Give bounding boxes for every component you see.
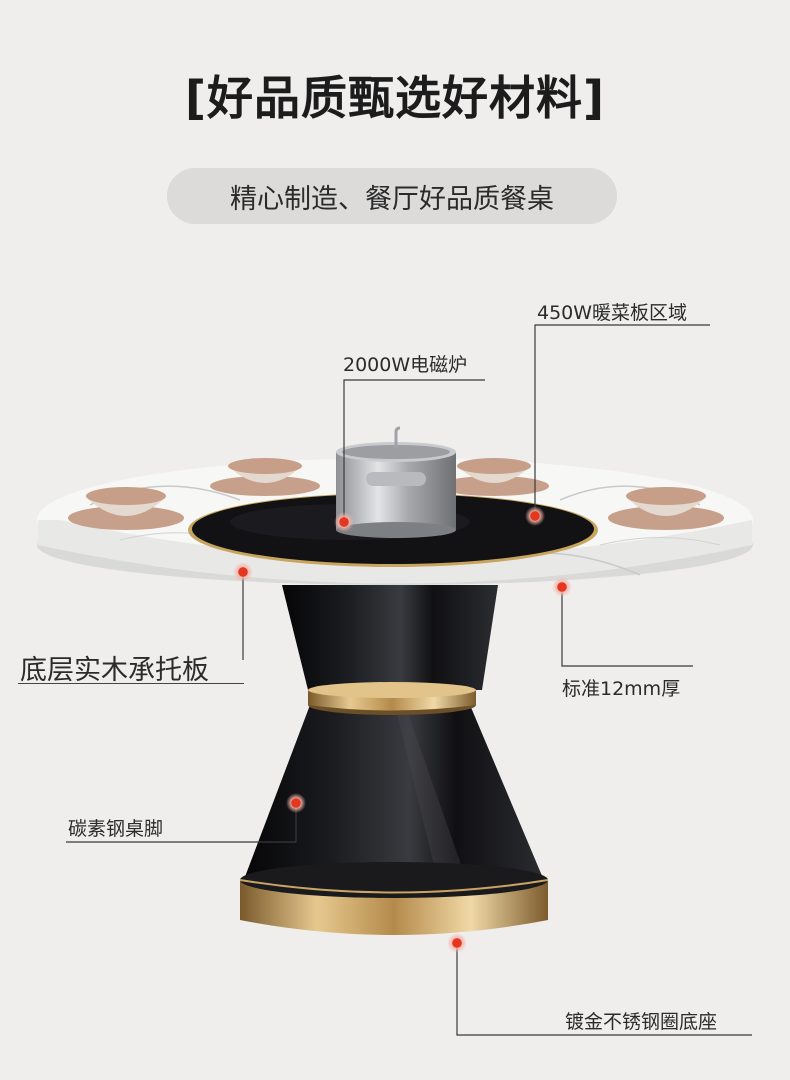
marker-dot <box>286 793 306 813</box>
warming-zone-label: 450W暖菜板区域 <box>537 302 688 324</box>
marker-dot <box>447 933 467 953</box>
gold-base-ring <box>239 862 549 935</box>
steel-pot <box>336 426 456 538</box>
marker-dot <box>525 506 545 526</box>
induction-label: 2000W电磁炉 <box>343 354 468 376</box>
bowl-right <box>608 487 724 530</box>
page-title: [好品质甄选好材料] <box>184 71 606 125</box>
bowl-left <box>68 487 184 530</box>
gold-middle-ring <box>308 682 476 715</box>
marble-tabletop <box>37 458 753 585</box>
table-pedestal <box>240 585 548 890</box>
steel-leg-label: 碳素钢桌脚 <box>68 818 164 840</box>
thickness-label: 标准12mm厚 <box>562 678 681 700</box>
bowl-back-right <box>439 458 549 496</box>
wood-board-label: 底层实木承托板 <box>20 655 209 686</box>
marker-dot <box>552 577 572 597</box>
marker-dot <box>233 562 253 582</box>
subtitle-text: 精心制造、餐厅好品质餐桌 <box>230 183 554 215</box>
marker-dot <box>334 512 354 532</box>
bowl-back-left <box>210 458 320 496</box>
gold-base-label: 镀金不锈钢圈底座 <box>565 1011 718 1033</box>
markers <box>233 506 572 953</box>
subtitle-pill: 精心制造、餐厅好品质餐桌 <box>167 168 617 224</box>
wood-board-underline <box>18 683 244 684</box>
callout-lines <box>66 324 752 1036</box>
